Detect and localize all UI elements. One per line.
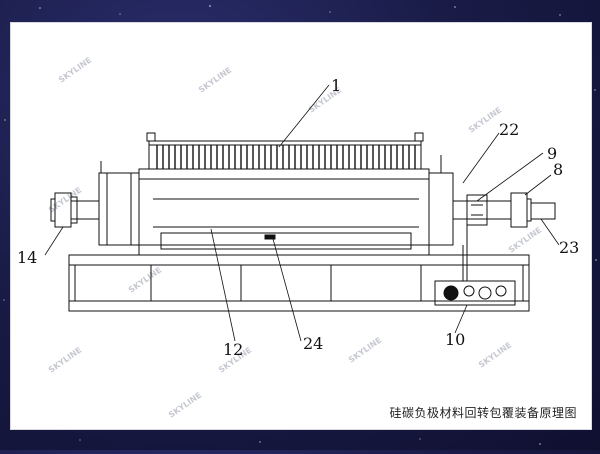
label-1: 1 (331, 76, 341, 95)
equipment-drawing: SKYLINE SKYLINE SKYLINE SKYLINE SKYLINE … (17, 55, 579, 419)
watermark: SKYLINE (47, 345, 83, 374)
label-22: 22 (499, 120, 519, 139)
leader-lines (44, 84, 560, 342)
label-8: 8 (553, 160, 563, 179)
label-14: 14 (17, 248, 37, 267)
inner-tube (153, 198, 419, 250)
watermark: SKYLINE (127, 265, 163, 294)
heater-coils (146, 132, 424, 170)
right-drive (453, 192, 556, 228)
watermark: SKYLINE (507, 225, 543, 254)
watermark: SKYLINE (477, 340, 513, 369)
watermark-layer: SKYLINE SKYLINE SKYLINE SKYLINE SKYLINE … (47, 55, 543, 419)
label-23: 23 (559, 238, 579, 257)
watermark: SKYLINE (467, 105, 503, 134)
watermark: SKYLINE (167, 390, 203, 419)
label-9: 9 (547, 144, 557, 163)
label-10: 10 (445, 330, 465, 349)
gas-control-unit (434, 225, 516, 306)
diagram-caption: 硅碳负极材料回转包覆装备原理图 (389, 406, 577, 420)
watermark: SKYLINE (57, 55, 93, 84)
watermark: SKYLINE (347, 335, 383, 364)
diagram-panel: SKYLINE SKYLINE SKYLINE SKYLINE SKYLINE … (10, 22, 592, 430)
watermark: SKYLINE (47, 185, 83, 214)
watermark: SKYLINE (197, 65, 233, 94)
label-24: 24 (303, 334, 323, 353)
base-frame (68, 254, 530, 312)
label-12: 12 (223, 340, 243, 359)
rotary-furnace-body (98, 155, 454, 256)
